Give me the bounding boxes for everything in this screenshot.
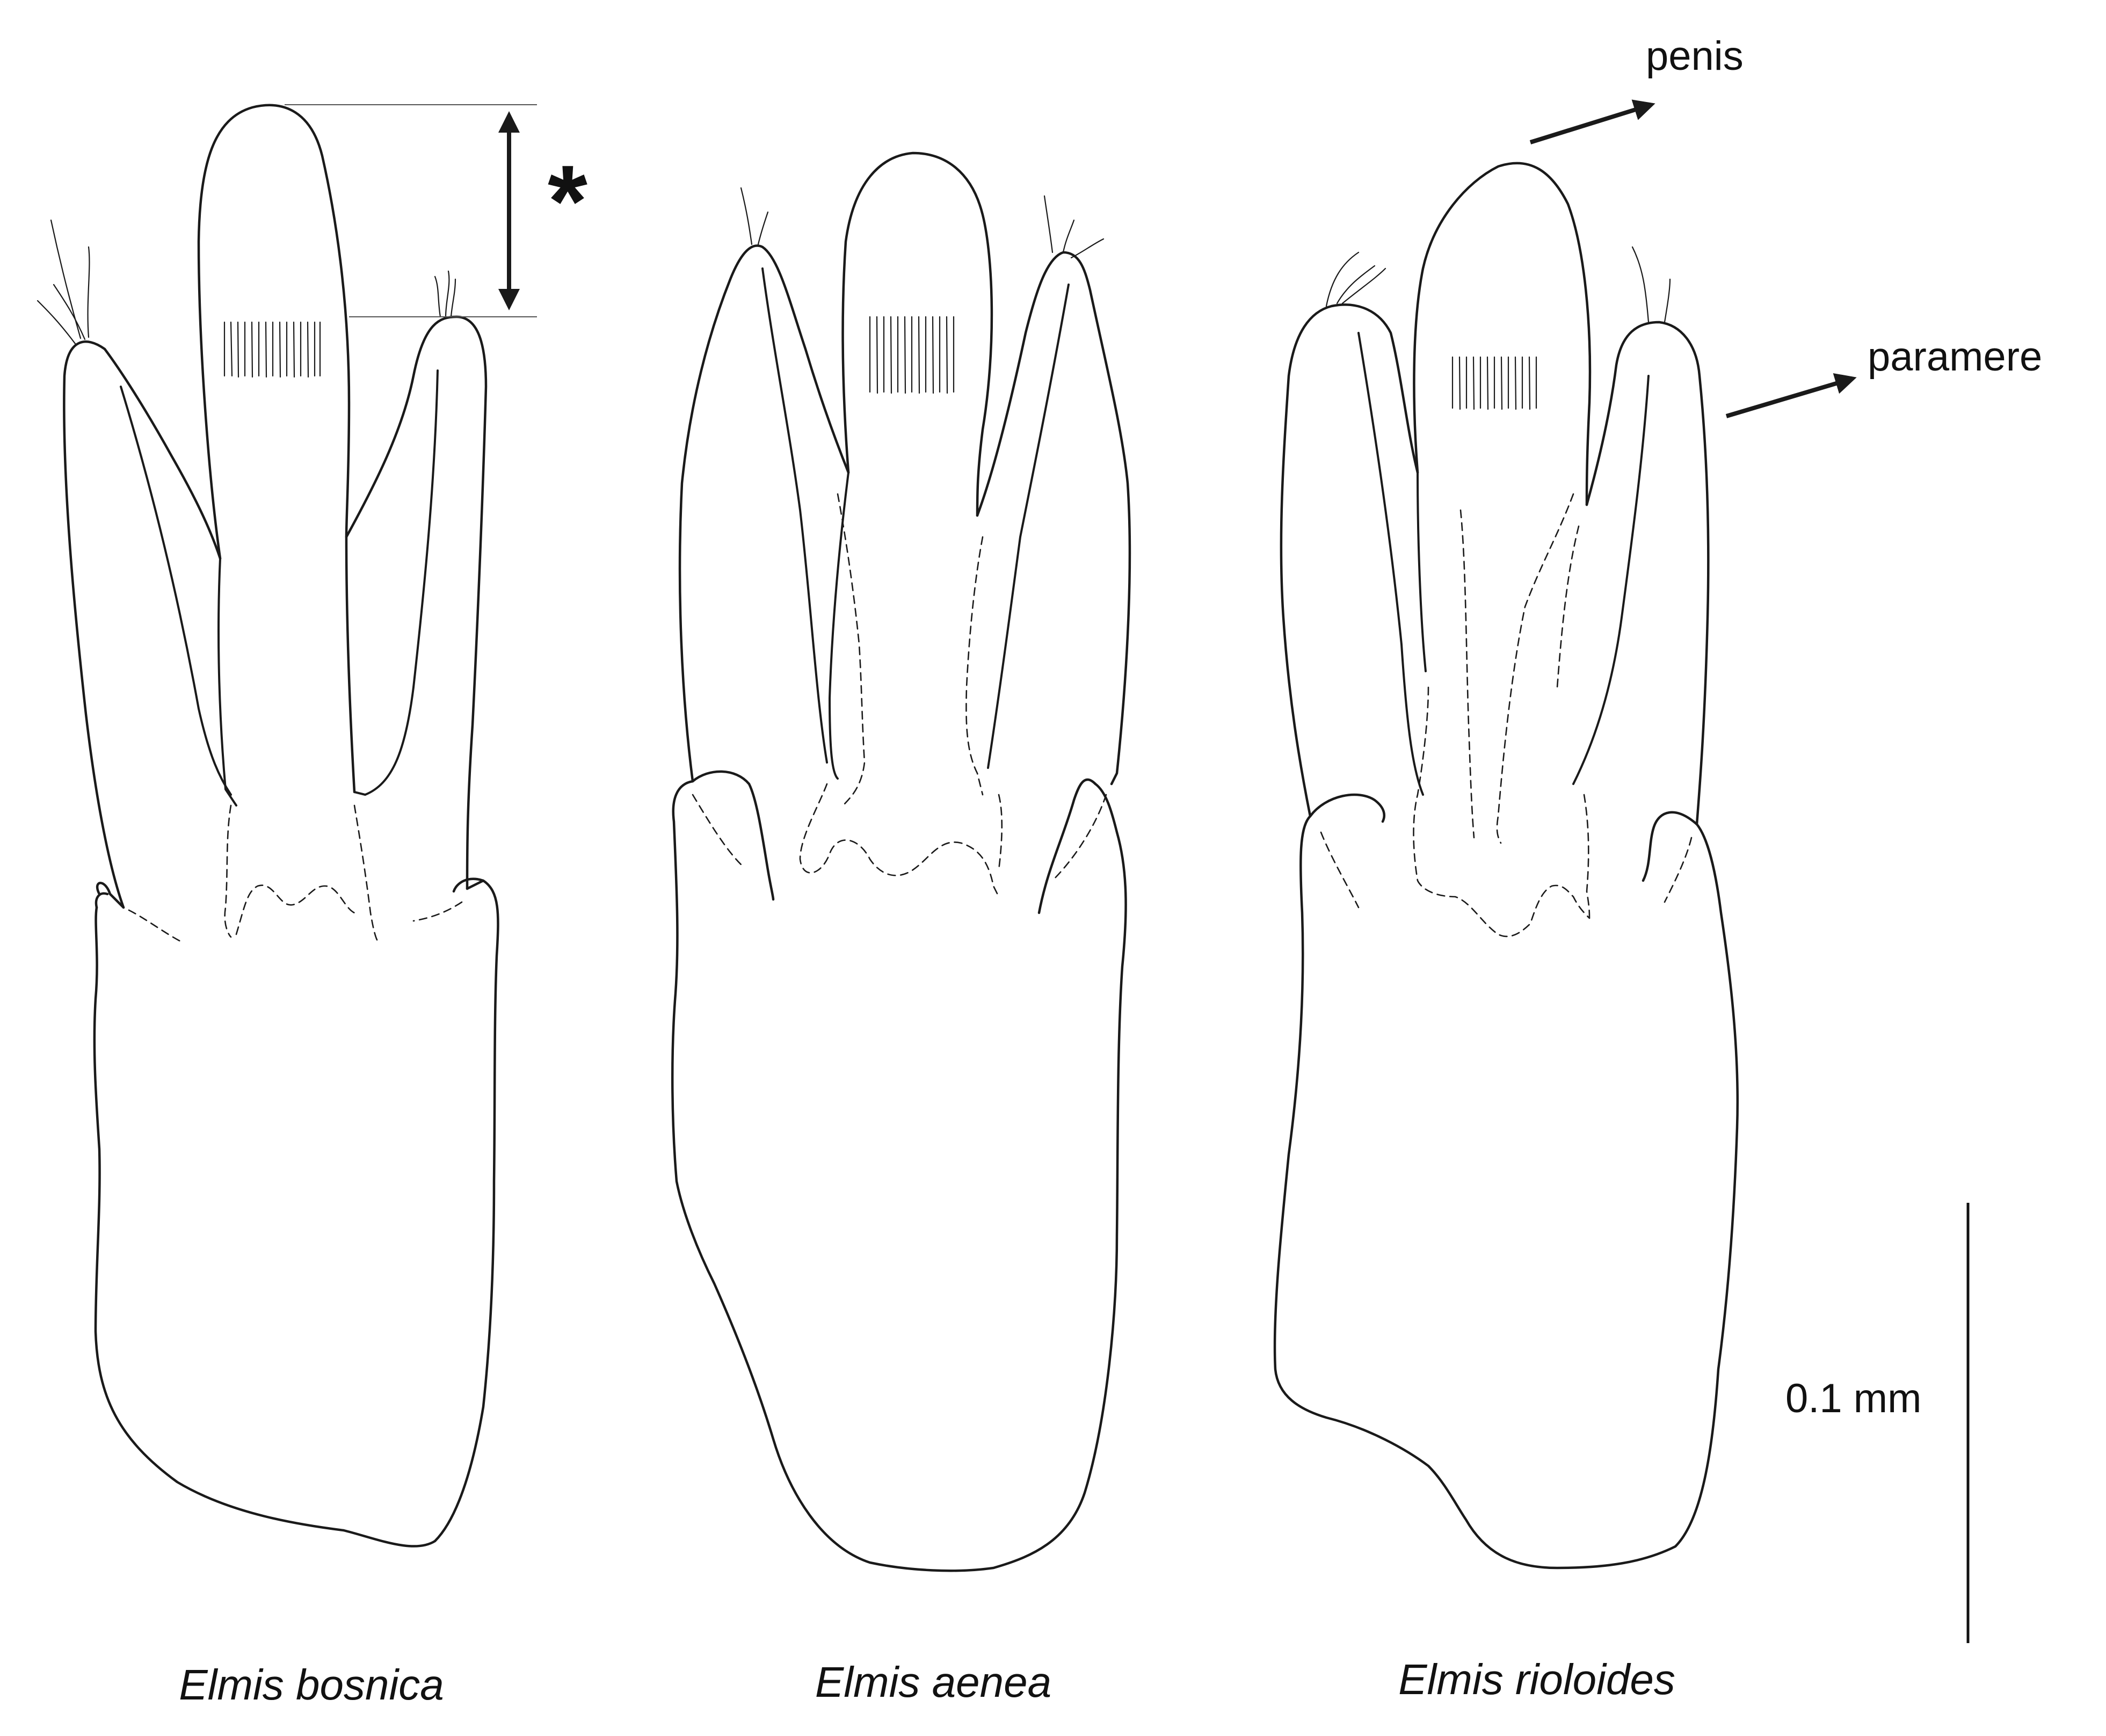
penis-label: penis <box>1646 33 1744 79</box>
paramere-label: paramere <box>1868 334 2042 380</box>
penis-pointer: penis <box>1529 33 1744 144</box>
setae <box>37 219 456 345</box>
paramere-left <box>63 340 222 909</box>
scale-bar-label: 0.1 mm <box>1785 1376 1921 1421</box>
penis <box>841 151 993 517</box>
internal-sac <box>692 493 1107 898</box>
length-measure: * <box>285 104 587 317</box>
penis <box>1413 162 1592 506</box>
basal-piece <box>1273 815 1739 1570</box>
setae <box>740 187 1105 259</box>
internal-sac <box>1320 493 1693 938</box>
specimen-aenea <box>671 151 1131 1572</box>
species-label-rioloides: Elmis rioloides <box>1398 1655 1675 1703</box>
species-label-bosnica: Elmis bosnica <box>179 1661 444 1709</box>
paramere-right <box>976 251 1131 786</box>
setae <box>1325 246 1671 323</box>
paramere-pointer: paramere <box>1725 334 2042 418</box>
paramere-right <box>1585 321 1710 826</box>
striations <box>1451 356 1537 410</box>
basal-piece <box>671 780 1127 1572</box>
species-label-aenea: Elmis aenea <box>815 1658 1051 1706</box>
striations <box>869 316 955 394</box>
penis <box>197 104 356 794</box>
paramere-right <box>345 315 488 890</box>
scale-bar: 0.1 mm <box>1785 1203 1970 1643</box>
specimen-rioloides <box>1273 162 1739 1570</box>
asterisk-label: * <box>548 144 587 258</box>
paramere-left <box>1280 303 1419 818</box>
paramere-left <box>678 244 850 783</box>
basal-piece <box>93 877 499 1548</box>
specimen-bosnica <box>37 104 499 1548</box>
striations <box>223 321 321 378</box>
internal-sac <box>128 804 463 943</box>
